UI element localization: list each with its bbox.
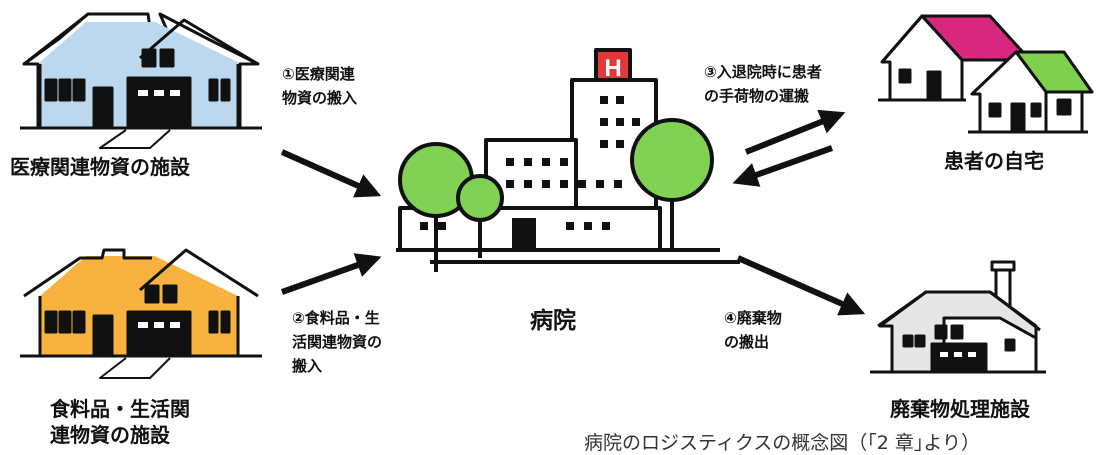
patient-home-label: 患者の自宅 [944, 149, 1044, 173]
svg-text:H: H [604, 55, 621, 82]
arrow-from-home [732, 145, 834, 187]
flow-4-label: ④廃棄物 の搬出 [724, 309, 782, 351]
flow-3-label: ③入退院時に患者 の手荷物の運搬 [704, 63, 822, 105]
arrow-food-inbound [280, 253, 382, 295]
arrow-medical-inbound [280, 149, 382, 198]
patient-home-icon [878, 14, 1094, 134]
arrow-to-home [744, 109, 846, 155]
waste-facility-icon [870, 260, 1046, 374]
figure-caption: 病院のロジスティクスの概念図（｢2 章｣より） [584, 432, 981, 454]
tree-icon [398, 118, 714, 272]
medical-supplier-house-icon [20, 12, 262, 149]
food-supplier-house-icon [20, 248, 262, 379]
flow-1-label: ①医療関連 物資の搬入 [282, 65, 358, 107]
flow-arrows [280, 109, 866, 316]
hospital-label: 病院 [530, 308, 576, 334]
medical-supplier-label: 医療関連物資の施設 [10, 155, 190, 179]
waste-facility-label: 廃棄物処理施設 [890, 397, 1030, 421]
flow-2-label: ②食料品・生 活関連物資の 搬入 [292, 309, 383, 375]
arrow-waste-outbound [736, 255, 866, 316]
food-supplier-label: 食料品・生活関 連物資の施設 [50, 397, 190, 447]
